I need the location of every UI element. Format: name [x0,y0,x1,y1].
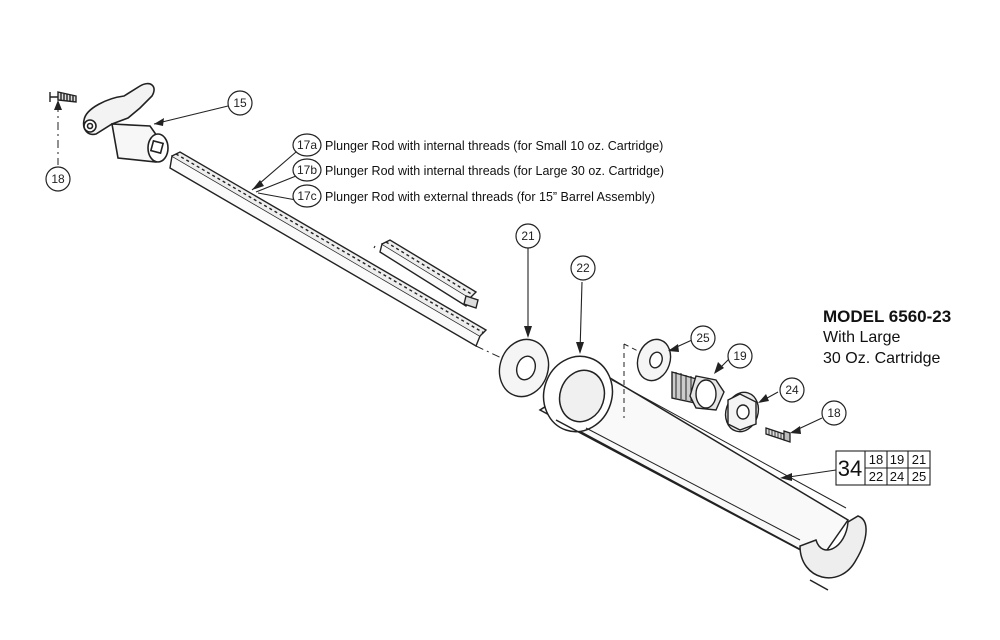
callout-18-top-text: 18 [51,172,65,186]
arrow-heads [54,100,801,481]
callout-22-text: 22 [576,261,590,275]
kit-34-box [835,450,931,486]
callout-15: 15 [227,90,253,116]
callout-17b-text: 17b [297,163,317,177]
callout-17a: 17a [292,133,322,157]
label-17a: Plunger Rod with internal threads (for S… [325,139,663,153]
fitting-part-19 [671,371,725,411]
callout-19-text: 19 [733,349,747,363]
callout-15-text: 15 [233,96,247,110]
callout-18-right-text: 18 [827,406,841,420]
label-17c: Plunger Rod with external threads (for 1… [325,190,655,204]
washer-part-21 [498,338,550,398]
model-title: MODEL 6560-23 [823,307,951,326]
kit-part-25: 25 [912,469,926,484]
cartridge-tube-part-22 [538,355,867,591]
callout-22: 22 [570,255,596,281]
model-line-1: With Large [823,329,900,346]
cap-part-24 [724,391,760,433]
callout-24-text: 24 [785,383,799,397]
kit-part-24: 24 [890,469,904,484]
screw-part-18-top [49,91,77,103]
screw-part-18-right [765,427,791,443]
callout-19: 19 [727,343,753,369]
callout-17c-text: 17c [297,189,316,203]
callout-25-text: 25 [696,331,710,345]
model-line-2: 30 Oz. Cartridge [823,350,940,367]
callout-18-top: 18 [45,166,71,192]
callout-17a-text: 17a [297,138,317,152]
handle-part-15 [82,82,169,163]
washer-part-25 [636,338,672,382]
kit-number: 34 [838,456,862,481]
callout-25: 25 [690,325,716,351]
cap-dash-outline [623,343,641,418]
kit-part-18: 18 [869,452,883,467]
callout-17c: 17c [292,184,322,208]
callout-17b: 17b [292,158,322,182]
plunger-rod-short [379,239,479,309]
kit-part-19: 19 [890,452,904,467]
callout-24: 24 [779,377,805,403]
callout-18-right: 18 [821,400,847,426]
kit-part-21: 21 [912,452,926,467]
plunger-rod-long [169,151,488,348]
callout-21-text: 21 [521,229,535,243]
label-17b: Plunger Rod with internal threads (for L… [325,164,664,178]
callout-21: 21 [515,223,541,249]
kit-part-22: 22 [869,469,883,484]
